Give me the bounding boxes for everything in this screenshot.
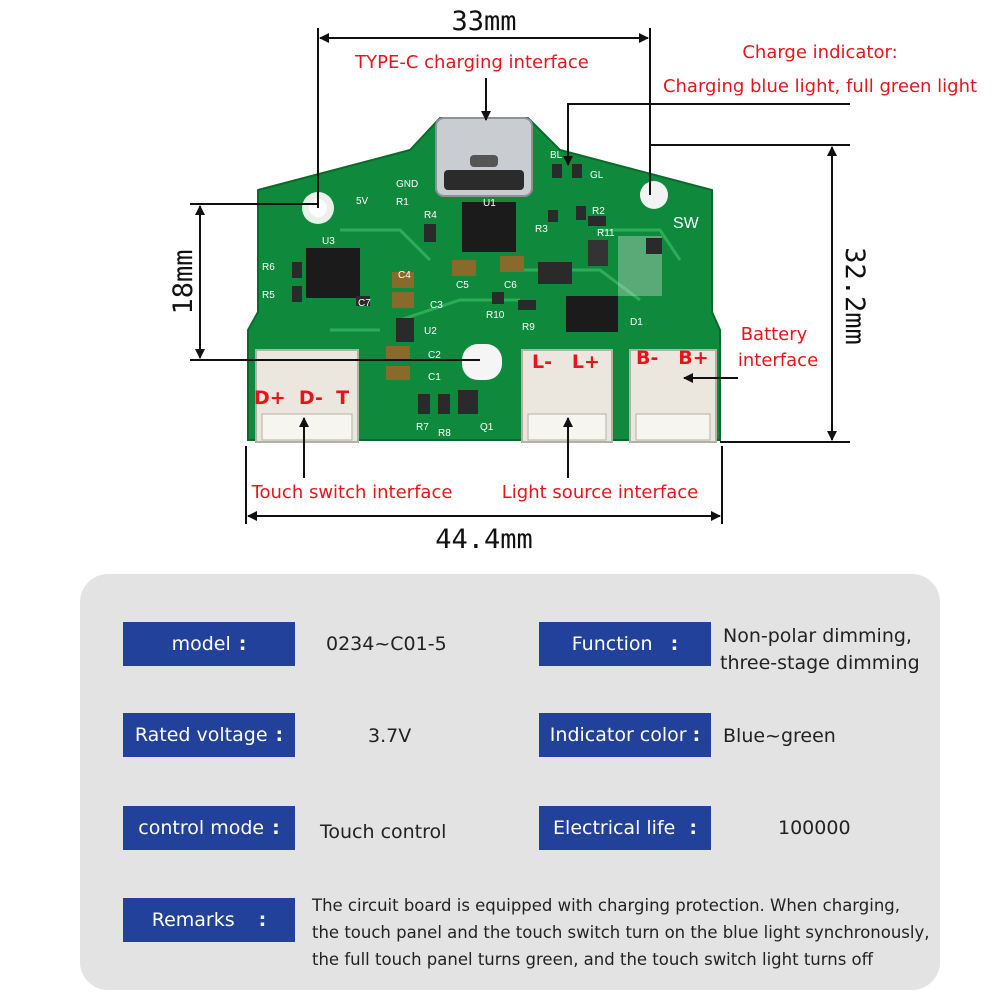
svg-text:C6: C6 bbox=[504, 280, 517, 291]
typec-callout: TYPE-C charging interface bbox=[354, 52, 589, 73]
svg-text:R10: R10 bbox=[486, 310, 505, 321]
svg-text:R9: R9 bbox=[522, 322, 535, 333]
touch-pin-labels: D+ D- T bbox=[254, 387, 349, 409]
svg-text:R7: R7 bbox=[416, 422, 429, 433]
function-label: Function bbox=[571, 633, 653, 655]
svg-text:C1: C1 bbox=[428, 372, 441, 383]
dimension-right-label: 32.2mm bbox=[839, 247, 870, 345]
light-pin-labels: L- L+ bbox=[532, 351, 600, 373]
diode-d1 bbox=[566, 296, 618, 332]
remarks-line-2: the touch panel and the touch switch tur… bbox=[312, 923, 930, 942]
battery-callout-line1: Battery bbox=[741, 324, 808, 345]
battery-connector bbox=[629, 349, 717, 443]
svg-text:R5: R5 bbox=[262, 290, 275, 301]
svg-text:BL: BL bbox=[550, 150, 563, 161]
svg-text:C2: C2 bbox=[428, 350, 441, 361]
svg-text:SW: SW bbox=[673, 215, 700, 232]
svg-text:C4: C4 bbox=[398, 270, 411, 281]
function-colon: : bbox=[670, 633, 679, 655]
svg-text:R6: R6 bbox=[262, 262, 275, 273]
remarks-line-3: the full touch panel turns green, and th… bbox=[312, 950, 874, 969]
indicator-color-colon: : bbox=[692, 724, 701, 746]
model-value: 0234~C01-5 bbox=[326, 633, 447, 655]
svg-text:U2: U2 bbox=[424, 326, 437, 337]
control-mode-value: Touch control bbox=[320, 821, 447, 843]
function-value-1: Non-polar dimming, bbox=[723, 625, 912, 647]
battery-callout-line2: interface bbox=[738, 350, 818, 371]
silkscreen-labels: GND 5V R1 U1 R4 R2 R3 R11 SW U3 R6 R5 C4… bbox=[262, 150, 700, 439]
svg-text:R4: R4 bbox=[424, 210, 437, 221]
remarks-tag: Remarks: bbox=[123, 898, 295, 942]
svg-text:U1: U1 bbox=[483, 198, 496, 209]
svg-text:C7: C7 bbox=[358, 298, 371, 309]
svg-text:R3: R3 bbox=[535, 224, 548, 235]
svg-text:Q1: Q1 bbox=[480, 422, 494, 433]
ic-u3 bbox=[306, 248, 360, 298]
indicator-color-value: Blue~green bbox=[723, 725, 836, 747]
svg-text:GND: GND bbox=[396, 179, 418, 190]
slot-hole bbox=[462, 344, 502, 380]
electrical-life-tag: Electrical life: bbox=[539, 806, 711, 850]
light-source-callout: Light source interface bbox=[502, 482, 698, 503]
remarks-label: Remarks bbox=[151, 909, 235, 931]
dimension-bottom bbox=[245, 446, 723, 524]
electrical-life-colon: : bbox=[689, 817, 697, 839]
dimension-left bbox=[190, 203, 480, 361]
svg-text:5V: 5V bbox=[356, 196, 369, 207]
rated-voltage-colon: : bbox=[275, 724, 284, 746]
dimension-top bbox=[317, 28, 651, 208]
battery-pin-labels: B- B+ bbox=[636, 347, 709, 369]
electrical-life-value: 100000 bbox=[778, 817, 851, 839]
remarks-colon: : bbox=[258, 909, 267, 931]
dimension-right bbox=[650, 144, 850, 443]
svg-text:C3: C3 bbox=[430, 300, 443, 311]
control-mode-colon: : bbox=[272, 817, 280, 839]
function-value-2: three-stage dimming bbox=[720, 652, 920, 674]
model-label: model bbox=[171, 633, 231, 655]
svg-text:R8: R8 bbox=[438, 428, 451, 439]
indicator-color-tag: Indicator color: bbox=[539, 713, 711, 757]
spec-panel: model: 0234~C01-5 Function: Non-polar di… bbox=[80, 574, 940, 990]
usb-c-connector bbox=[435, 117, 533, 197]
ic-u1 bbox=[462, 202, 516, 252]
svg-text:R1: R1 bbox=[396, 197, 409, 208]
model-tag: model: bbox=[123, 622, 295, 666]
model-colon: : bbox=[238, 633, 247, 655]
charge-indicator-title: Charge indicator: bbox=[742, 42, 897, 63]
dimension-left-label: 18mm bbox=[168, 249, 199, 314]
function-tag: Function: bbox=[539, 622, 711, 666]
svg-text:D1: D1 bbox=[630, 317, 643, 328]
remarks-line-1: The circuit board is equipped with charg… bbox=[312, 896, 901, 915]
dimension-top-label: 33mm bbox=[451, 6, 516, 37]
svg-text:C5: C5 bbox=[456, 280, 469, 291]
svg-text:GL: GL bbox=[590, 170, 604, 181]
rated-voltage-value: 3.7V bbox=[368, 725, 412, 747]
charge-indicator-desc: Charging blue light, full green light bbox=[663, 76, 977, 97]
mounting-hole-right bbox=[640, 181, 668, 209]
dimension-bottom-label: 44.4mm bbox=[435, 524, 533, 555]
control-mode-label: control mode bbox=[138, 817, 265, 839]
svg-text:U3: U3 bbox=[322, 236, 335, 247]
svg-text:R11: R11 bbox=[597, 228, 615, 239]
touch-switch-callout: Touch switch interface bbox=[251, 482, 453, 503]
charge-indicator-arrow bbox=[563, 103, 850, 166]
rated-voltage-tag: Rated voltage: bbox=[123, 713, 295, 757]
indicator-color-label: Indicator color bbox=[549, 724, 687, 746]
rated-voltage-label: Rated voltage bbox=[134, 724, 268, 746]
electrical-life-label: Electrical life bbox=[553, 817, 676, 839]
control-mode-tag: control mode: bbox=[123, 806, 295, 850]
svg-text:R2: R2 bbox=[592, 206, 605, 217]
